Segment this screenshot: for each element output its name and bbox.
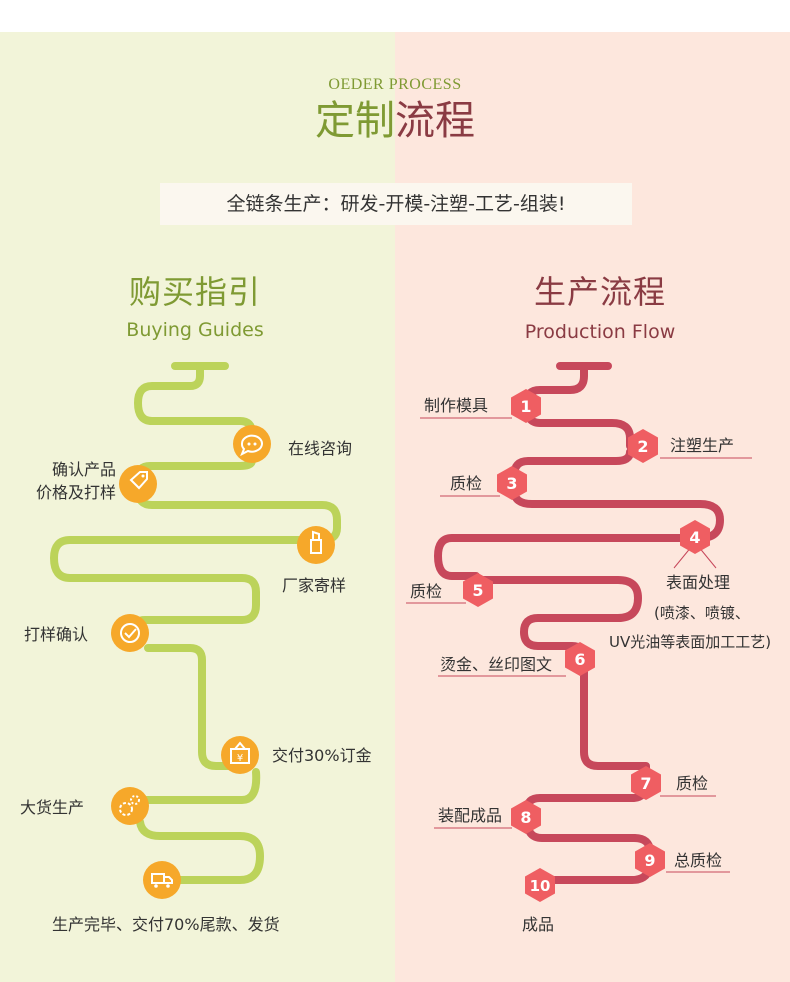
tag-icon [119, 465, 157, 503]
prod-step-qc1-label: 质检 [450, 474, 483, 493]
svg-text:8: 8 [520, 808, 531, 827]
svg-text:3: 3 [506, 474, 517, 493]
prod-step-mold-label: 制作模具 [424, 396, 489, 415]
badge-8: 8 [511, 800, 541, 834]
step-sample-confirm-label: 打样确认 [24, 625, 89, 644]
step-deposit-label: 交付30%订金 [272, 746, 372, 765]
svg-text:10: 10 [530, 877, 551, 895]
prod-step-assembly-label: 装配成品 [438, 806, 503, 825]
check-icon [111, 614, 149, 652]
prod-step-qc2-label: 质检 [410, 582, 443, 601]
svg-text:1: 1 [520, 397, 531, 416]
step-factory-sample-label: 厂家寄样 [282, 576, 347, 595]
prod-step-qc3-label: 质检 [676, 774, 709, 793]
svg-text:6: 6 [574, 650, 585, 669]
prod-step-finished-label: 成品 [522, 915, 555, 934]
prod-step-print-label: 烫金、丝印图文 [440, 655, 553, 674]
badge-3: 3 [497, 466, 527, 500]
svg-text:4: 4 [689, 528, 700, 547]
prod-step-surface-detail-2: UV光油等表面加工工艺) [609, 633, 772, 651]
production-flow-subtitle: Production Flow [524, 321, 676, 343]
svg-text:¥: ¥ [237, 753, 243, 764]
badge-6: 6 [565, 642, 595, 676]
badge-9: 9 [635, 843, 665, 877]
header-subtitle: OEDER PROCESS [328, 76, 462, 93]
prod-step-surface-detail-1: (喷漆、喷镀、 [654, 604, 750, 622]
step-online-consult-label: 在线咨询 [288, 439, 353, 458]
tagline-banner: 全链条生产：研发-开模-注塑-工艺-组装! [160, 183, 632, 225]
chat-icon [233, 425, 271, 463]
prod-step-injection-label: 注塑生产 [670, 436, 735, 455]
prod-step-final-qc-label: 总质检 [674, 851, 723, 870]
svg-text:5: 5 [472, 581, 483, 600]
svg-text:7: 7 [640, 774, 651, 793]
step-confirm-product-label-2: 价格及打样 [35, 483, 116, 502]
badge-5: 5 [463, 573, 493, 607]
production-flow-title: 生产流程 [533, 273, 666, 311]
prod-step-surface-label: 表面处理 [666, 573, 731, 592]
truck-icon [143, 861, 181, 899]
lipstick-icon [297, 526, 335, 564]
badge-2: 2 [628, 429, 658, 463]
step-mass-production-label: 大货生产 [20, 798, 85, 817]
step-ship-label: 生产完毕、交付70%尾款、发货 [52, 915, 280, 934]
buying-guides-title: 购买指引 [128, 273, 261, 311]
badge-7: 7 [631, 766, 661, 800]
svg-text:9: 9 [644, 851, 655, 870]
label-underlines [406, 417, 752, 873]
badge-1: 1 [511, 389, 541, 423]
page-title: 定制流程 [0, 94, 790, 148]
badge-10: 10 [525, 868, 555, 902]
buying-guides-subtitle: Buying Guides [126, 319, 264, 341]
page-title-left: 定制 [315, 98, 395, 144]
step-confirm-product-label-1: 确认产品 [51, 460, 116, 479]
badge-4: 4 [680, 520, 710, 554]
svg-text:2: 2 [637, 437, 648, 456]
gears-icon [111, 787, 149, 825]
page-title-right: 流程 [395, 98, 475, 144]
yen-bag-icon: ¥ [221, 736, 259, 774]
